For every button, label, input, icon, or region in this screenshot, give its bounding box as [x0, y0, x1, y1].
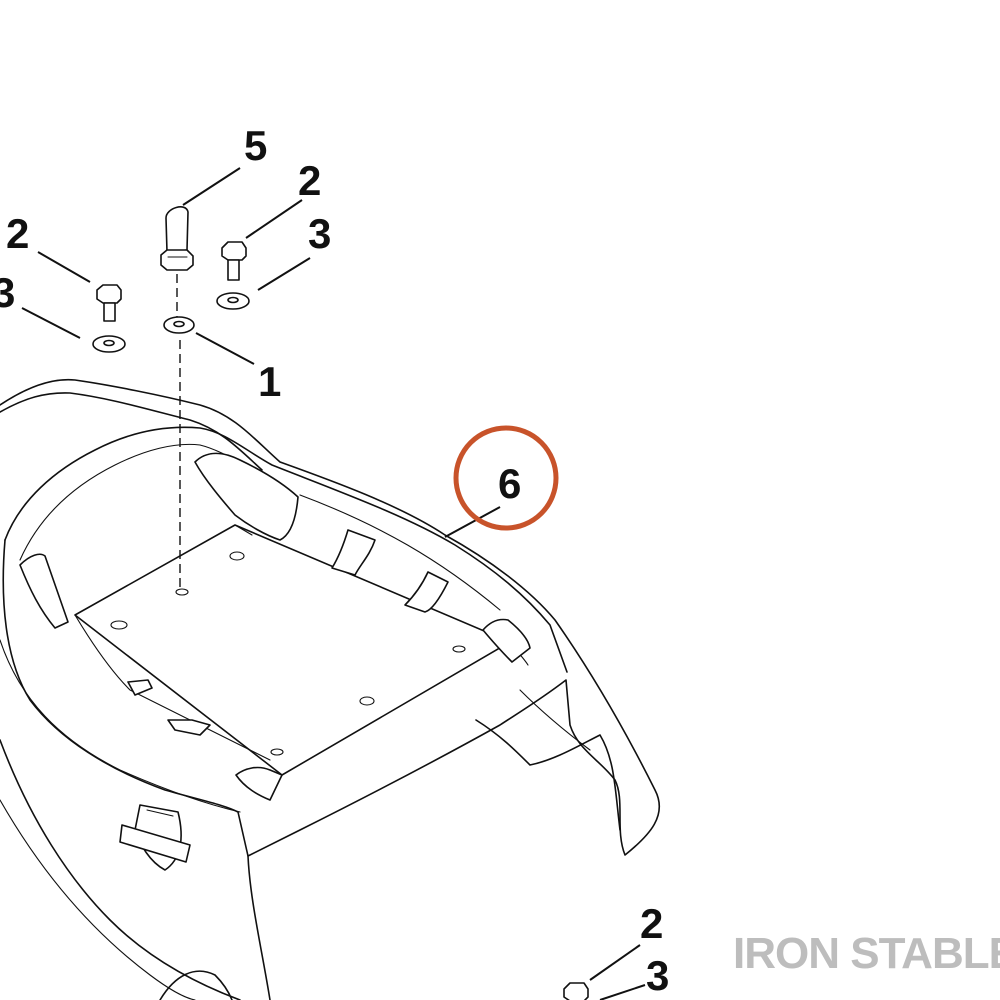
washer-part-left — [92, 335, 126, 353]
callout-3-left: 3 — [0, 269, 15, 316]
bolt-part-lower-right — [563, 982, 589, 1000]
watermark-text: IRON STABLE — [733, 929, 1000, 978]
bolt-part-upper-right — [221, 241, 247, 281]
seat-assembly — [0, 378, 661, 1000]
callout-2-lower-right: 2 — [640, 900, 663, 947]
callout-1: 1 — [258, 358, 281, 405]
bolt-part-left — [96, 284, 122, 322]
stud-part — [160, 206, 194, 271]
callout-3-upper-right: 3 — [308, 210, 331, 257]
callout-2-left: 2 — [6, 210, 29, 257]
callout-3-lower-right: 3 — [646, 952, 669, 999]
callout-labels: 5 2 3 2 3 1 6 2 3 — [0, 122, 669, 999]
alignment-line — [176, 270, 181, 590]
bar-shield-logo — [119, 804, 191, 871]
callout-6: 6 — [498, 460, 521, 507]
highlight-circle — [453, 425, 559, 531]
callout-5: 5 — [244, 122, 267, 169]
callout-2-upper-right: 2 — [298, 157, 321, 204]
washer-part-upper-right — [216, 292, 250, 310]
leader-lines — [21, 167, 646, 1000]
washer-part-center — [163, 316, 195, 334]
